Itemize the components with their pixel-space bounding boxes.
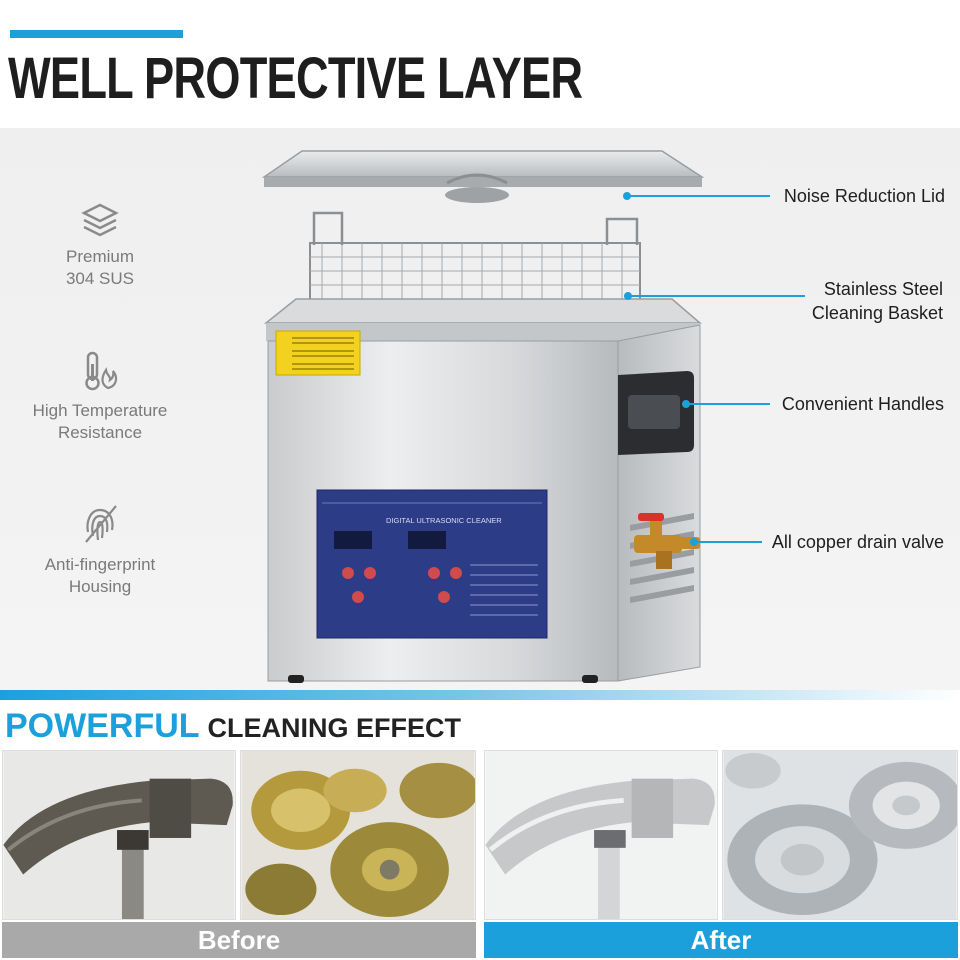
before-parts-photo — [240, 750, 476, 920]
callout-dot-valve — [690, 538, 698, 546]
callout-lid-label: Noise Reduction Lid — [783, 186, 945, 206]
page-title: WELL PROTECTIVE LAYER — [8, 46, 583, 111]
callout-dot-lid — [623, 192, 631, 200]
feature-anti-fingerprint: Anti-fingerprint Housing — [0, 502, 200, 598]
feature-line1: Anti-fingerprint — [44, 555, 156, 574]
callout-basket-line1: Stainless Steel — [823, 279, 943, 299]
callout-line-valve — [696, 541, 762, 543]
feature-line2: 304 SUS — [65, 269, 135, 288]
section-divider — [0, 690, 960, 700]
before-label: Before — [2, 922, 476, 958]
before-hammer-photo — [2, 750, 236, 920]
feature-line1: Premium — [65, 247, 134, 266]
callout-dot-handles — [682, 400, 690, 408]
title-accent-bar — [10, 30, 183, 38]
section-title-highlight: POWERFUL — [5, 707, 200, 745]
after-label: After — [484, 922, 958, 958]
feature-line2: Housing — [68, 577, 132, 596]
section-title-rest: CLEANING EFFECT — [207, 713, 462, 743]
callout-line-handles — [688, 403, 770, 405]
feature-high-temperature: High Temperature Resistance — [0, 350, 200, 444]
callout-dot-basket — [624, 292, 632, 300]
feature-premium-sus: Premium 304 SUS — [0, 202, 200, 290]
callout-basket-line2: Cleaning Basket — [811, 303, 943, 323]
feature-line1: High Temperature — [32, 401, 168, 420]
ultrasonic-cleaner-image: DIGITAL ULTRASONIC CLEANER — [262, 150, 705, 683]
control-panel-title: DIGITAL ULTRASONIC CLEANER — [386, 516, 502, 525]
callout-line-lid — [630, 195, 770, 197]
after-parts-photo — [722, 750, 958, 920]
thermometer-flame-icon — [85, 351, 118, 391]
callout-handles-label: Convenient Handles — [781, 394, 944, 414]
fingerprint-icon — [85, 505, 117, 543]
after-hammer-photo — [484, 750, 718, 920]
callout-valve-label: All copper drain valve — [771, 532, 944, 552]
callout-line-basket — [630, 295, 805, 297]
feature-line2: Resistance — [57, 423, 143, 442]
layers-icon — [81, 203, 119, 237]
callout-basket-label: Stainless Steel Cleaning Basket — [812, 277, 943, 325]
